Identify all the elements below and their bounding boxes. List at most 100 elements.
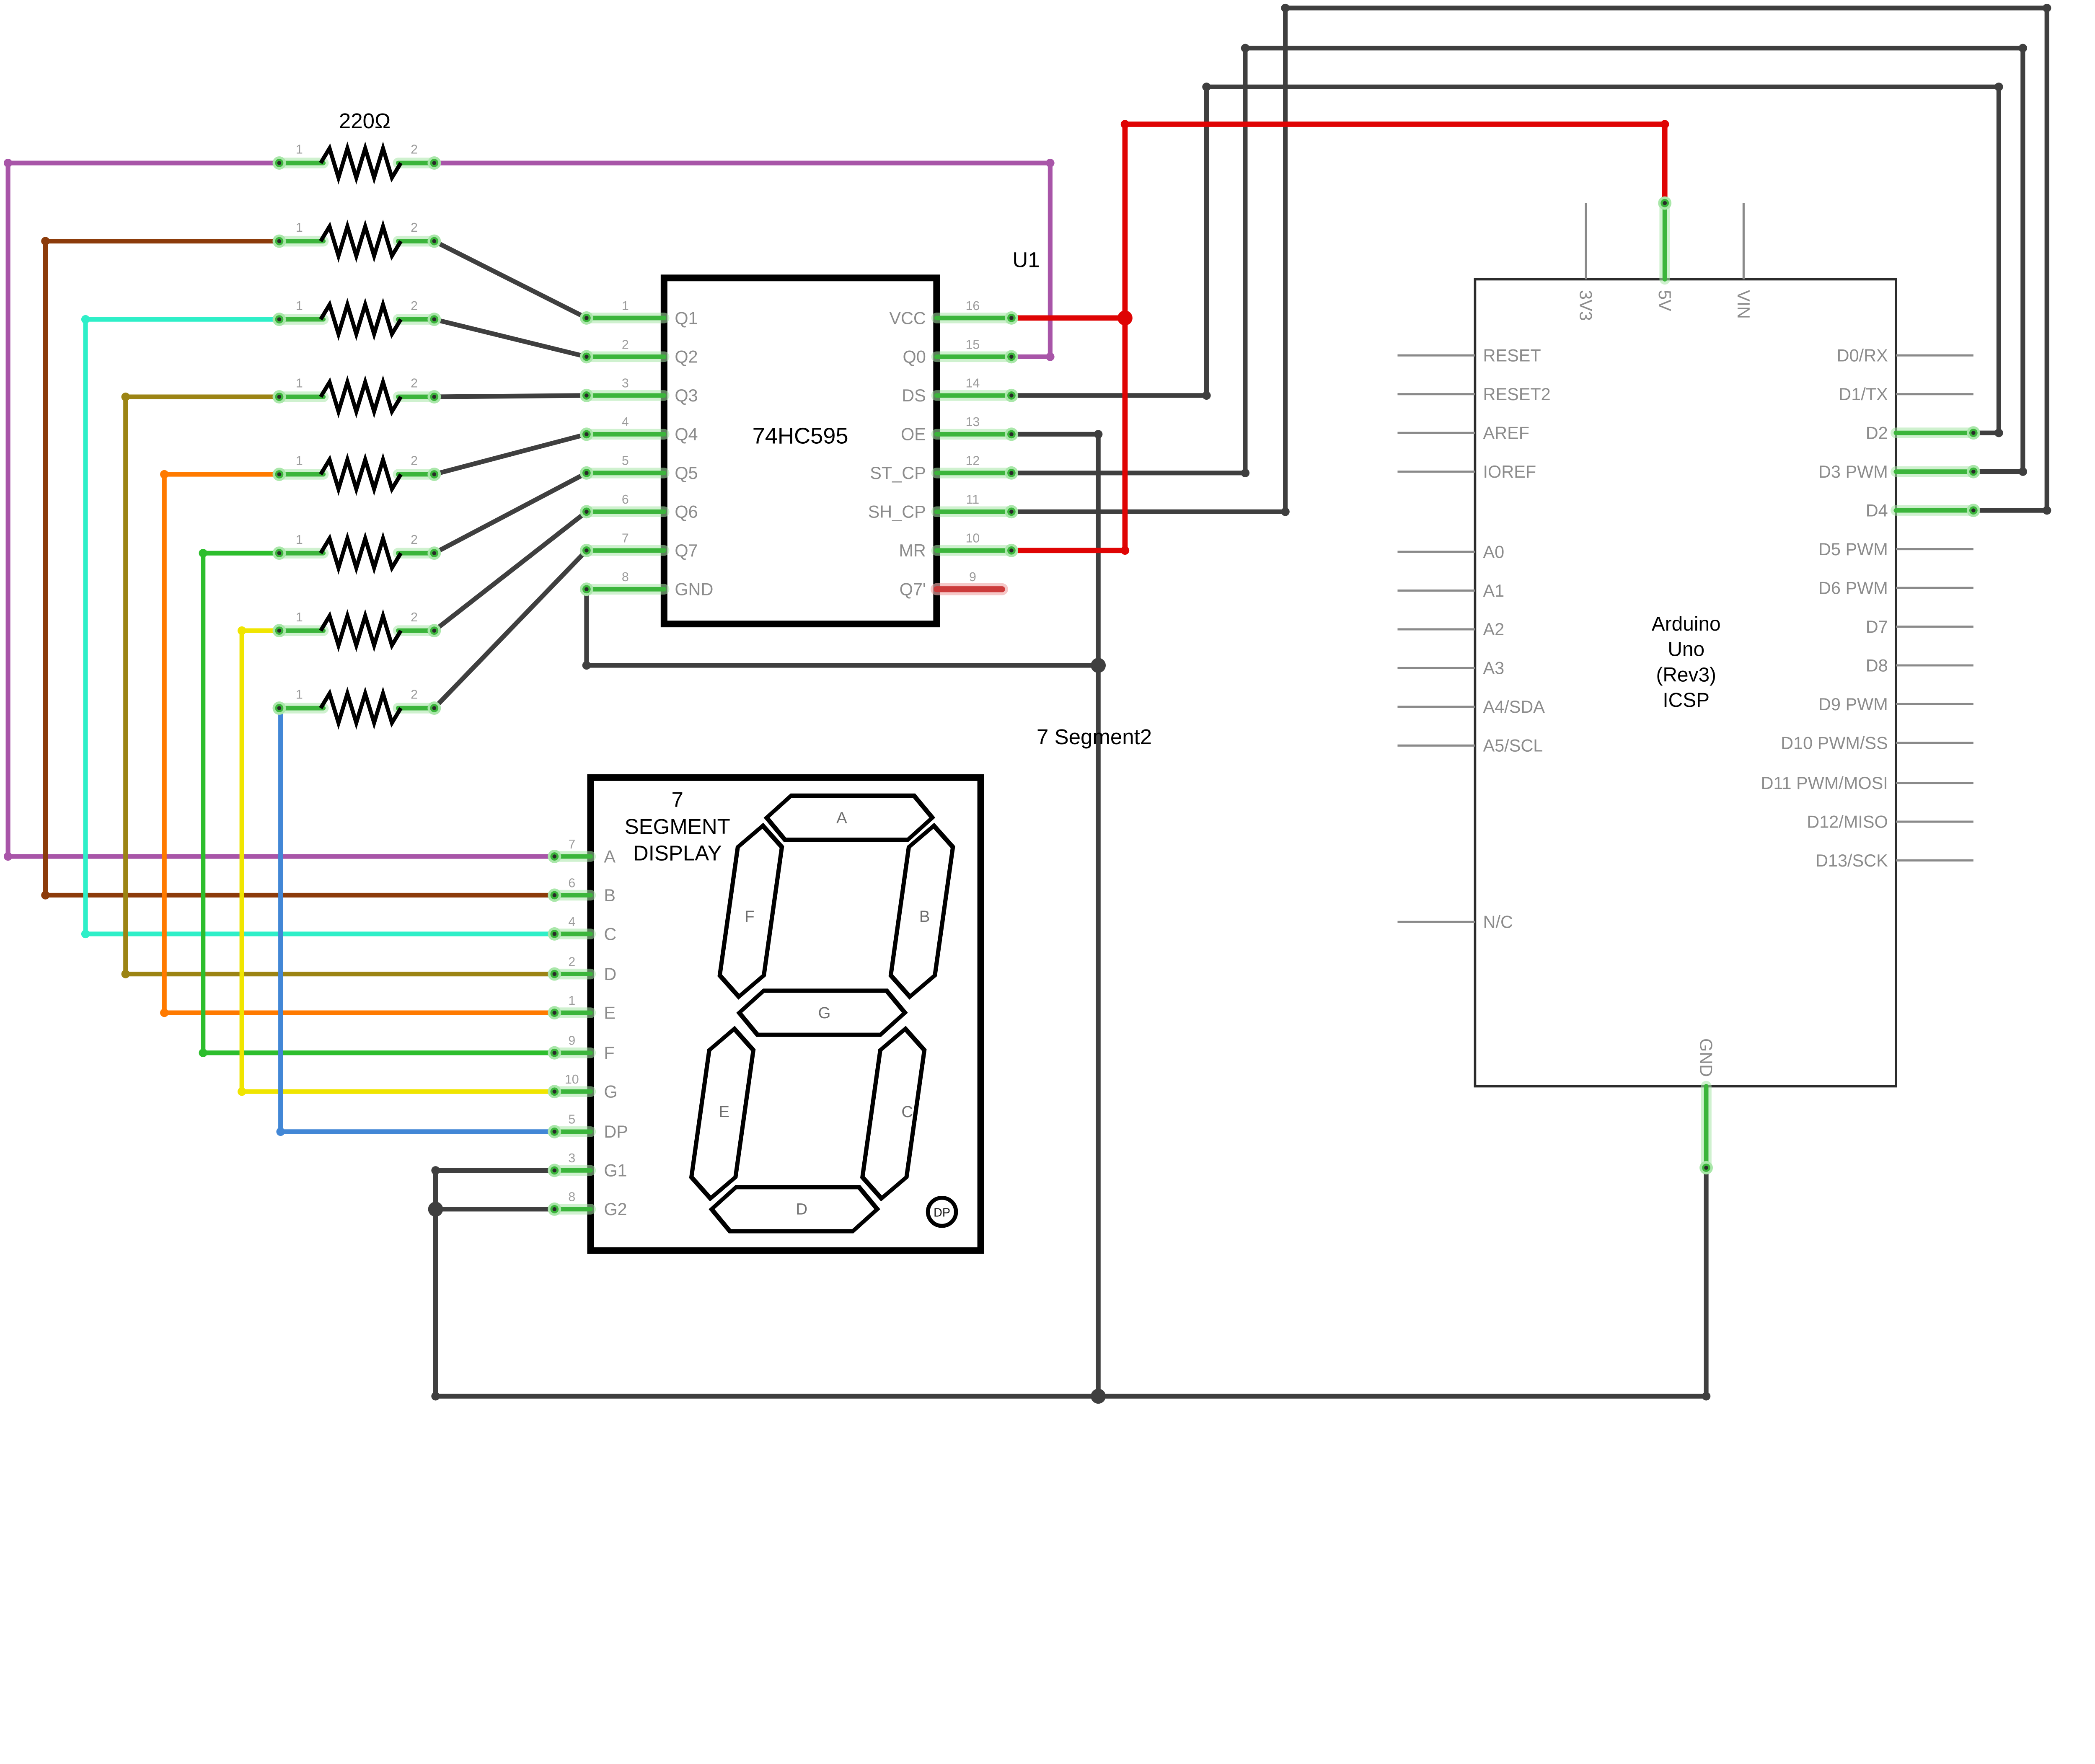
ic-pin-label: SH_CP	[868, 502, 926, 522]
arduino-pin-a3: A3	[1397, 658, 1504, 678]
display-pin-number: 10	[565, 1073, 579, 1086]
pin-endpoint-core	[1009, 510, 1014, 514]
arduino-pin-a2: A2	[1397, 619, 1504, 639]
ic-pin-q6: 6Q6	[579, 493, 698, 522]
display-pin-e: 1E	[548, 994, 616, 1022]
display-pin-label: G	[604, 1082, 617, 1102]
pin-endpoint-core	[432, 629, 437, 633]
arduino-pin-d3-pwm: D3 PWM	[1818, 462, 1980, 481]
wire-olive-to-segD-line	[123, 394, 557, 977]
ic-pin-label: Q5	[675, 463, 698, 483]
arduino-name-line: (Rev3)	[1656, 664, 1716, 686]
pin-endpoint-core	[552, 1050, 557, 1055]
arduino-pin-d12-miso: D12/MISO	[1807, 812, 1973, 831]
arduino-body	[1474, 278, 1897, 1088]
resistor-pin2-number: 2	[411, 610, 418, 624]
wire-cyan-to-segC-line	[83, 317, 557, 936]
pin-endpoint-core	[277, 395, 282, 399]
display-pin-g1: 3G1	[548, 1151, 627, 1180]
wire-brown-to-segB	[41, 237, 557, 900]
arduino-pin-a4-sda: A4/SDA	[1397, 697, 1545, 716]
wire-r2-to-q1	[432, 238, 589, 321]
ic-pin-q1: 1Q1	[579, 299, 698, 328]
wire-stcp-to-d3	[1009, 44, 2028, 478]
display-header-line: SEGMENT	[625, 815, 730, 838]
arduino-pin-label: D10 PWM/SS	[1781, 733, 1888, 753]
wire-orange-to-segE	[160, 470, 557, 1017]
display-pin-label: A	[604, 846, 616, 866]
ic-74hc595: 74HC595U11Q12Q23Q34Q45Q56Q67Q78GND16VCC1…	[579, 248, 1040, 628]
segment-f	[717, 823, 784, 1000]
arduino-pin-d8: D8	[1866, 655, 1973, 675]
wire-blue-to-segDP-line	[277, 706, 557, 1134]
pin-endpoint-core	[1971, 431, 1976, 435]
resistor-pin2-number: 2	[411, 533, 418, 547]
arduino-pin-d13-sck: D13/SCK	[1816, 851, 1973, 870]
segment-letter-f: F	[745, 908, 754, 926]
arduino-pin-label: GND	[1697, 1038, 1716, 1077]
wire-r7-to-q6	[432, 509, 589, 633]
arduino-pin-label: A5/SCL	[1483, 736, 1543, 755]
arduino-pin-d10-pwm-ss: D10 PWM/SS	[1781, 733, 1973, 753]
display-pin-label: G2	[604, 1199, 627, 1219]
arduino-pin-aref: AREF	[1397, 423, 1529, 443]
resistor-pin1-number: 1	[296, 688, 303, 702]
resistor-pin1-number: 1	[296, 610, 303, 624]
wire-blue-to-segDP-corner-dot	[276, 1127, 285, 1136]
arduino-pin-label: A1	[1483, 581, 1505, 600]
resistor-pin1-number: 1	[296, 533, 303, 547]
pin-endpoint-core	[552, 1011, 557, 1015]
display-pin-number: 5	[568, 1113, 575, 1127]
ic-name-label: 74HC595	[753, 424, 848, 449]
pin-endpoint-core	[585, 393, 589, 398]
arduino-pin-label: A2	[1483, 619, 1505, 639]
pin-endpoint-core	[552, 932, 557, 936]
wire-purple-r1-to-q0-corner-dot	[1046, 352, 1055, 361]
display-pin-number: 4	[568, 915, 575, 929]
resistor-value-label: 220Ω	[339, 109, 391, 133]
segment-letter-e: E	[719, 1103, 730, 1121]
wire-r3-to-q2-line	[432, 317, 589, 359]
ic-pin-label: ST_CP	[870, 463, 926, 483]
display-pin-label: E	[604, 1003, 616, 1022]
wire-stcp-to-d3-corner-dot	[1241, 44, 1250, 52]
arduino-pin-label: 3V3	[1576, 290, 1596, 321]
arduino-pin-a0: A0	[1397, 542, 1504, 561]
pin-endpoint-core	[552, 854, 557, 859]
pin-endpoint-core	[432, 551, 437, 555]
wire-purple-r1-to-q0-line	[432, 160, 1053, 359]
ic-pin-label: Q4	[675, 424, 698, 444]
arduino-pin-reset: RESET	[1397, 346, 1541, 365]
display-pin-dp: 5DP	[548, 1113, 628, 1141]
segment-d	[709, 1185, 880, 1234]
wire-yellow-to-segG-line	[239, 628, 557, 1094]
wire-shcp-to-d4-corner-dot	[1281, 507, 1290, 516]
arduino-pin-gnd: GND	[1697, 1038, 1716, 1174]
ic-body	[660, 274, 940, 628]
wire-cyan-to-segC-corner-dot	[81, 929, 90, 939]
arduino-pin-d2: D2	[1866, 423, 1980, 443]
arduino-pin-label: D8	[1866, 655, 1888, 675]
wire-red-5v-corner-dot	[1660, 120, 1669, 129]
pin-endpoint-core	[277, 551, 282, 555]
wire-cyan-to-segC-corner-dot	[81, 315, 90, 324]
pin-endpoint-core	[432, 161, 437, 165]
display-header-line: DISPLAY	[633, 841, 722, 865]
wire-orange-to-segE-corner-dot	[160, 470, 169, 479]
pin-endpoint-core	[1009, 548, 1014, 553]
pin-endpoint-core	[585, 548, 589, 553]
arduino-pin-d9-pwm: D9 PWM	[1818, 694, 1973, 714]
wire-shcp-to-d4-corner-dot	[2042, 3, 2051, 13]
display-pin-f: 9F	[548, 1034, 615, 1063]
wire-green-to-segF-corner-dot	[199, 548, 207, 558]
pin-endpoint-core	[552, 1168, 557, 1173]
ic-pin-number: 5	[622, 454, 629, 468]
wire-r5-to-q4	[432, 432, 589, 477]
pin-endpoint-core	[432, 706, 437, 710]
